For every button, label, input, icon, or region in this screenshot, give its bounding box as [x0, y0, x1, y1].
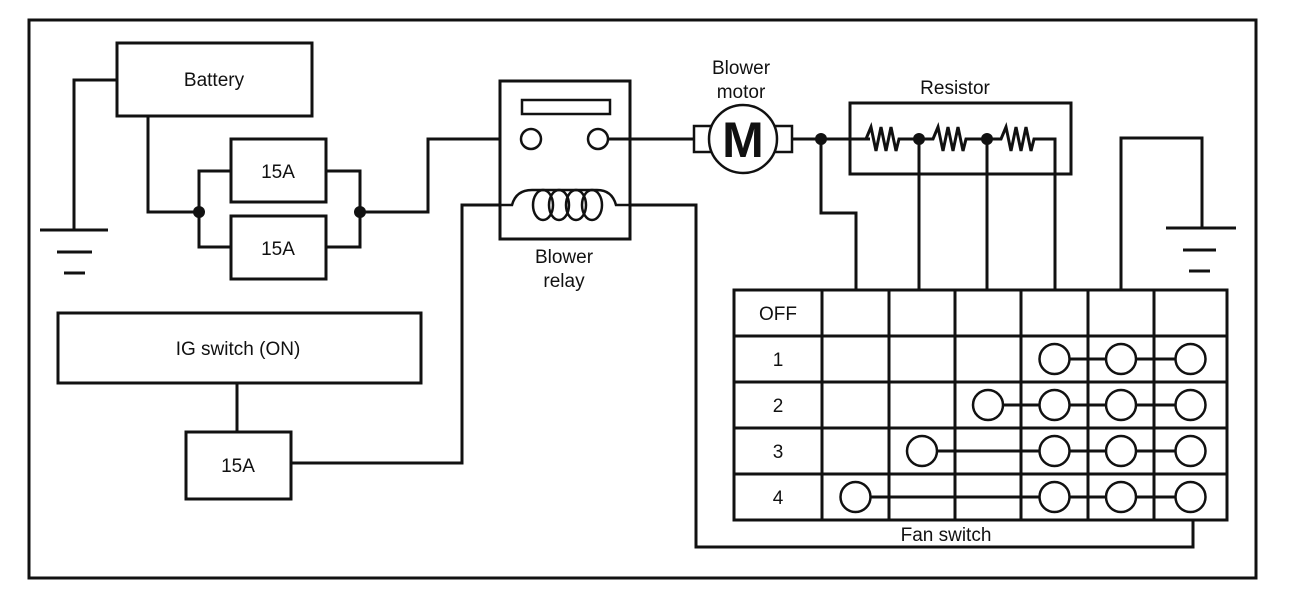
ground-icon-left [40, 78, 116, 275]
fan-switch-contact [1174, 480, 1207, 514]
ground-icon-right [1119, 136, 1236, 290]
fan-switch-position-label: 3 [773, 442, 784, 463]
ig-fuse-label: 15A [221, 456, 255, 477]
battery: Battery [115, 41, 314, 118]
blower-relay-label-2: relay [543, 271, 585, 292]
wire-battery-fuse [146, 116, 199, 214]
fan-switch-position-label: 4 [773, 488, 784, 509]
fan-switch-contact [839, 480, 872, 514]
ig-switch-label: IG switch (ON) [176, 339, 301, 360]
fuse-top: 15A [229, 137, 328, 204]
fan-switch-position-label: OFF [759, 304, 797, 325]
fan-switch-contact [1038, 342, 1071, 376]
fan-switch-contact [1038, 388, 1071, 422]
fuse-bottom: 15A [229, 214, 328, 281]
ig-switch: IG switch (ON) [56, 311, 423, 385]
ig-fuse: 15A [184, 430, 293, 501]
resistor-label: Resistor [920, 78, 990, 99]
fan-switch-contact [971, 388, 1005, 422]
wire-relaycoil-fanswitch [630, 203, 1195, 549]
relay-contact-left [519, 127, 543, 151]
fan-switch-contact [1174, 388, 1207, 422]
resistor: Resistor [848, 78, 1073, 290]
blower-motor-label-1: Blower [712, 58, 771, 79]
diagram-frame [27, 18, 1258, 580]
fan-switch-contact [1104, 480, 1138, 514]
wire-motor-switch [819, 139, 858, 290]
fan-switch-position-label: 1 [773, 350, 784, 371]
fan-switch-label: Fan switch [901, 525, 992, 546]
fan-switch-position-label: 2 [773, 396, 784, 417]
wire-igfuse-relaycoil [291, 203, 500, 465]
battery-label: Battery [184, 70, 245, 91]
fan-switch-contact [1104, 388, 1138, 422]
fan-switch-contact [905, 434, 939, 468]
resistor-icon [850, 121, 1057, 290]
fan-switch-contact [1174, 434, 1207, 468]
motor-icon: M [722, 112, 764, 168]
fan-switch-contact [1038, 480, 1071, 514]
blower-motor: Blower motor M [692, 58, 794, 175]
relay-contact-right [586, 127, 610, 151]
fuse-bottom-label: 15A [261, 239, 295, 260]
fan-switch: OFF 1 2 3 4 [732, 288, 1229, 522]
blower-motor-label-2: motor [717, 82, 766, 103]
fan-switch-contact [1038, 434, 1071, 468]
blower-relay: Blower relay [498, 79, 632, 292]
fan-switch-contact [1174, 342, 1207, 376]
fan-switch-contact [1104, 434, 1138, 468]
wire-fuse-relay [360, 137, 520, 214]
relay-coil-icon [500, 188, 630, 222]
junction-dot [193, 206, 205, 218]
blower-relay-label-1: Blower [535, 247, 594, 268]
fuse-top-label: 15A [261, 162, 295, 183]
fan-switch-contact [1104, 342, 1138, 376]
